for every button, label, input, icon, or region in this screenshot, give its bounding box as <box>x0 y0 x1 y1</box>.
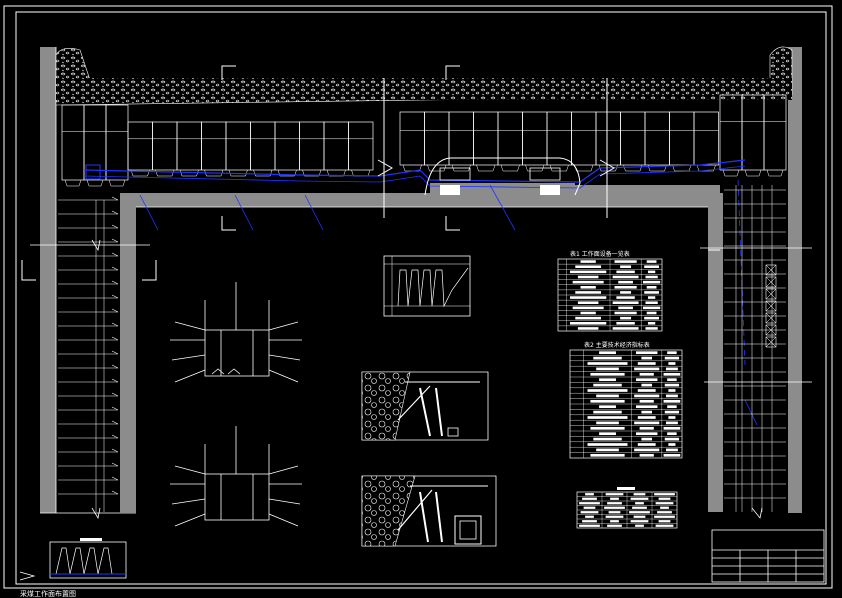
rock-roof <box>55 46 793 106</box>
equipment-table: 表1 工作面设备一览表 <box>557 250 663 332</box>
roadway-cross-section-lower <box>170 426 302 527</box>
right-roadway <box>708 47 802 513</box>
shearer <box>424 157 581 196</box>
pressure-diagram <box>383 255 471 317</box>
face-conveyor <box>83 159 758 426</box>
support-side-view-lower <box>361 475 497 547</box>
left-roadway <box>40 47 136 514</box>
mini-pressure-chart <box>19 538 127 581</box>
drawing-frame <box>3 5 833 589</box>
right-roadway-supports <box>700 185 812 519</box>
left-roadway-supports <box>30 196 150 520</box>
support-side-view-upper <box>361 371 489 441</box>
bottom-note: 采煤工作面布置图 <box>20 589 76 598</box>
equipment-table-title: 表1 工作面设备一览表 <box>570 250 630 258</box>
lower-roadway <box>120 183 723 513</box>
section-markers <box>21 65 720 281</box>
technical-index-table-title: 表2 主要技术经济指标表 <box>584 341 650 349</box>
small-table <box>576 487 678 529</box>
roadway-cross-section-upper <box>170 282 302 383</box>
technical-index-table: 表2 主要技术经济指标表 <box>569 341 683 459</box>
title-block <box>711 529 825 583</box>
